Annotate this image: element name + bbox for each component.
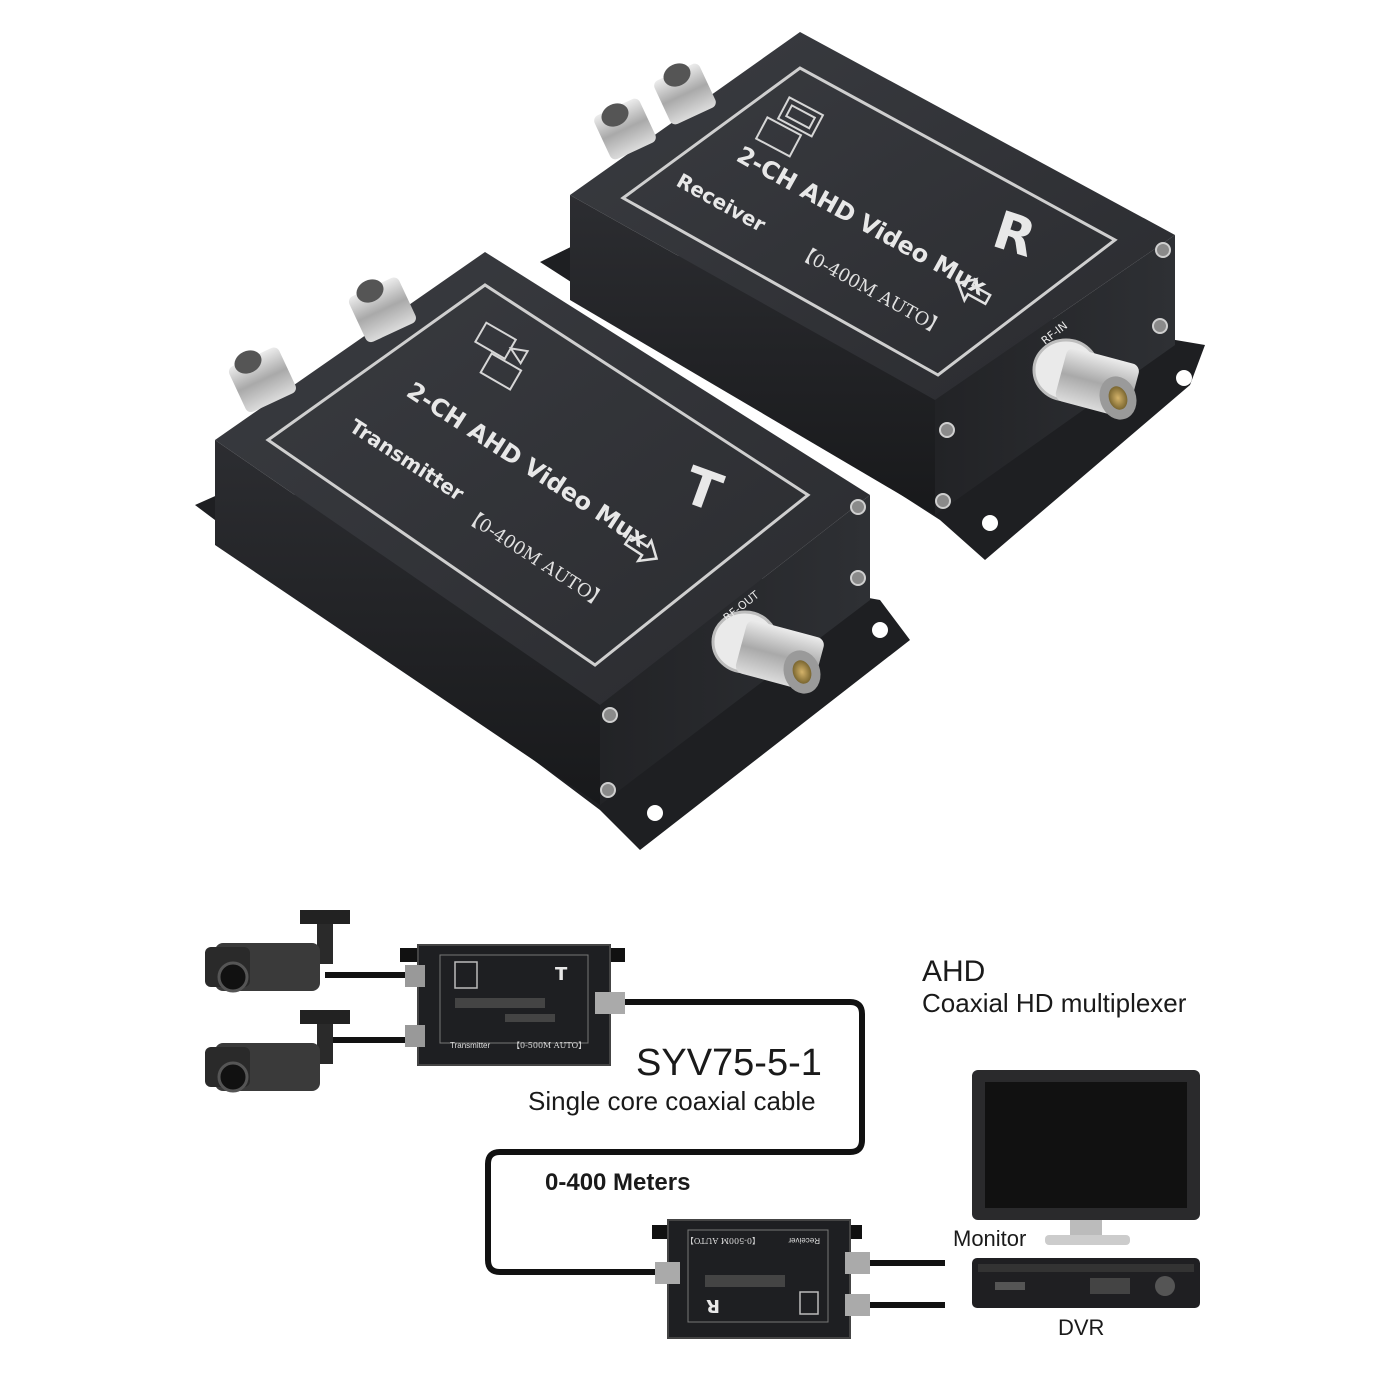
camera-switch-icon — [454, 961, 478, 989]
distance-label: 0-400 Meters — [545, 1169, 690, 1196]
mini-tx-name: Transmitter — [450, 1041, 490, 1050]
receiver-mount-hole — [1176, 370, 1192, 386]
product-description: Coaxial HD multiplexer — [922, 988, 1187, 1018]
connection-diagram: T Transmitter 【0-500M AUTO】 【0-500M AUTO… — [205, 910, 1200, 1340]
receiver-plate-border — [620, 66, 1118, 377]
mini-rx-range: 【0-500M AUTO】 — [686, 1236, 760, 1245]
mini-transmitter: T Transmitter 【0-500M AUTO】 — [400, 944, 625, 1066]
cable-description: Single core coaxial cable — [528, 1086, 816, 1116]
left-arrow-icon — [956, 277, 992, 306]
monitor-label: Monitor — [953, 1226, 1026, 1251]
bnc-connector-icon — [348, 277, 416, 343]
screw-icon — [1155, 242, 1171, 258]
screw-icon — [600, 782, 616, 798]
rf-in-bnc-icon — [1032, 338, 1139, 420]
screw-icon — [602, 707, 618, 723]
bnc-connector-icon — [228, 347, 296, 413]
mini-rx-letter: R — [706, 1295, 720, 1316]
receiver-side — [570, 195, 935, 515]
receiver-device: 2-CH AHD Video Mux Receiver 【0-400M AUTO… — [540, 32, 1205, 560]
cable-model: SYV75-5-1 — [636, 1042, 822, 1084]
mini-tx-letter: T — [555, 964, 568, 985]
multi-screen-icon — [754, 95, 825, 158]
monitor-icon — [972, 1070, 1200, 1245]
mini-tx-range: 【0-500M AUTO】 — [512, 1041, 586, 1050]
right-arrow-icon — [623, 534, 659, 563]
screw-icon — [939, 422, 955, 438]
camera-icon — [205, 910, 350, 993]
receiver-mount-hole — [982, 515, 998, 531]
rf-out-bnc-icon — [711, 610, 824, 694]
dvr-icon — [972, 1258, 1200, 1308]
transmitter-mount-hole — [647, 805, 663, 821]
transmitter-side — [215, 440, 600, 805]
mini-rx-name: Receiver — [788, 1236, 820, 1245]
screw-icon — [1152, 318, 1168, 334]
bnc-connector-icon — [654, 63, 716, 125]
camera-switch-icon — [473, 321, 530, 391]
transmitter-mount-hole — [872, 622, 888, 638]
screw-icon — [850, 570, 866, 586]
screw-icon — [935, 493, 951, 509]
dvr-label: DVR — [1058, 1315, 1104, 1340]
coax-cable — [325, 972, 945, 1308]
mini-receiver: 【0-500M AUTO】 Receiver R — [652, 1219, 870, 1339]
product-photo: 2-CH AHD Video Mux Receiver 【0-400M AUTO… — [195, 32, 1205, 850]
camera-icon — [205, 1010, 350, 1093]
transmitter-top — [215, 252, 870, 705]
screw-icon — [850, 499, 866, 515]
bnc-connector-icon — [594, 98, 656, 160]
product-name: AHD — [922, 955, 985, 988]
transmitter-plate-border — [265, 283, 811, 667]
transmitter-device: 2-CH AHD Video Mux Transmitter 【0-400M A… — [195, 252, 910, 850]
